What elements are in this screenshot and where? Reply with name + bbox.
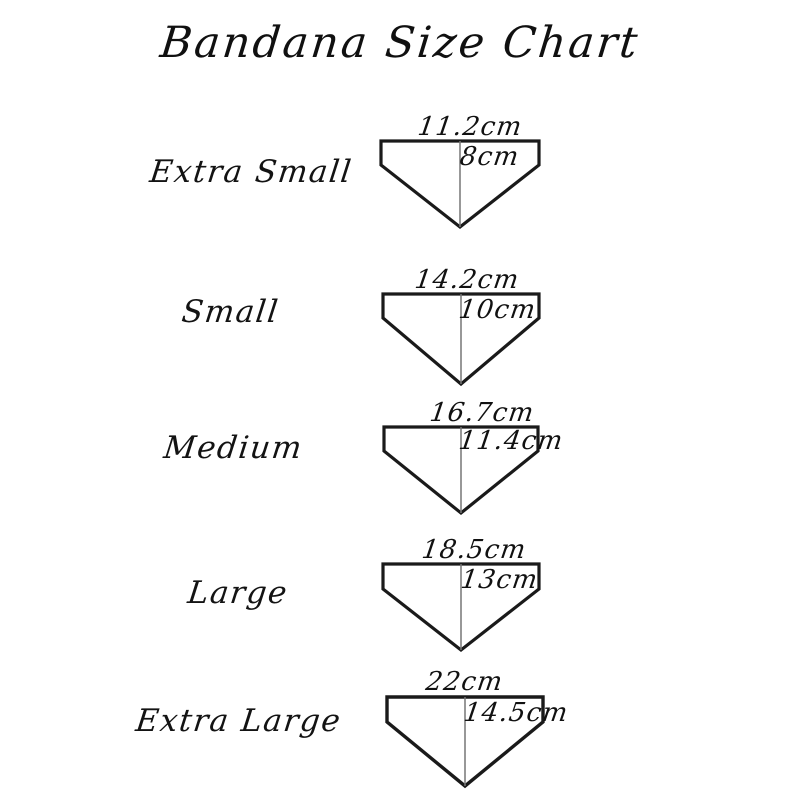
height-dimension-extra-large: 14.5cm bbox=[461, 698, 571, 728]
width-dimension-extra-large: 22cm bbox=[423, 667, 506, 697]
height-dimension-extra-small: 8cm bbox=[457, 142, 522, 172]
size-row-extra-large: Extra Large 22cm 14.5cm bbox=[0, 665, 800, 795]
width-dimension-extra-small: 11.2cm bbox=[415, 112, 525, 142]
height-dimension-small: 10cm bbox=[456, 295, 539, 325]
size-label-medium: Medium bbox=[161, 430, 306, 466]
width-dimension-medium: 16.7cm bbox=[427, 398, 537, 428]
bandana-shape-large bbox=[380, 561, 542, 653]
width-dimension-large: 18.5cm bbox=[419, 535, 529, 565]
bandana-shape-medium bbox=[381, 424, 541, 516]
width-dimension-small: 14.2cm bbox=[412, 265, 522, 295]
page-title: Bandana Size Chart bbox=[157, 18, 643, 68]
height-dimension-medium: 11.4cm bbox=[456, 426, 566, 456]
size-row-medium: Medium 16.7cm 11.4cm bbox=[0, 398, 800, 520]
size-label-extra-small: Extra Small bbox=[147, 154, 355, 190]
bandana-shape-extra-large bbox=[384, 694, 546, 790]
bandana-shape-extra-small bbox=[378, 138, 542, 230]
size-row-small: Small 14.2cm 10cm bbox=[0, 264, 800, 392]
height-dimension-large: 13cm bbox=[458, 565, 541, 595]
size-row-extra-small: Extra Small 11.2cm 8cm bbox=[0, 112, 800, 238]
size-label-large: Large bbox=[185, 575, 291, 611]
bandana-shape-small bbox=[380, 291, 542, 387]
size-label-extra-large: Extra Large bbox=[133, 703, 344, 739]
size-row-large: Large 18.5cm 13cm bbox=[0, 535, 800, 657]
size-label-small: Small bbox=[179, 294, 282, 330]
